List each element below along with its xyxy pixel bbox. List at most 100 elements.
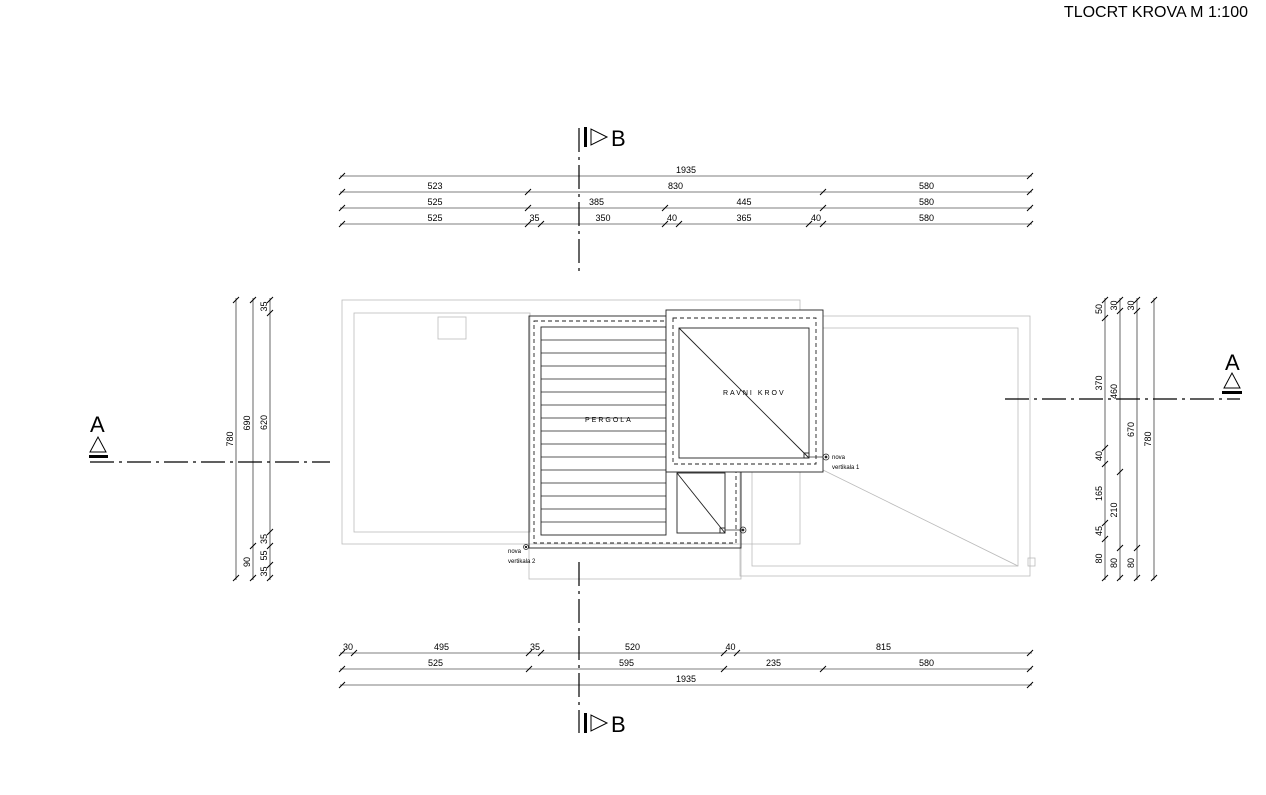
dim-top-row3-tick-1 [524, 220, 532, 228]
dim-top-row3-tick-2 [537, 220, 545, 228]
dim-right-col1-tick-4 [1101, 519, 1109, 527]
dim-right-col2-value-3: 80 [1109, 558, 1119, 568]
section-b-triangle-top [590, 128, 609, 146]
dim-bottom-row2-tick-2 [720, 665, 728, 673]
vertical-3-symbol [739, 526, 747, 534]
dim-top-overall-tick-1 [1026, 172, 1034, 180]
dim-top-row1-value-2: 580 [919, 181, 934, 191]
dim-top-row1-value-1: 830 [668, 181, 683, 191]
dim-bottom-row2-value-1: 595 [619, 658, 634, 668]
dim-left-col3-tick-5 [266, 574, 274, 582]
section-b-letter-top: B [611, 126, 626, 151]
dim-top-row3-value-1: 35 [529, 213, 539, 223]
section-b-bar-bottom [584, 713, 587, 733]
dim-bottom-row2-value-0: 525 [428, 658, 443, 668]
flat-roof-outer [665, 309, 824, 473]
dim-bottom-overall-value-0: 1935 [676, 674, 696, 684]
dim-right-col2-tick-3 [1116, 544, 1124, 552]
dim-bottom-row1-tick-2 [525, 649, 533, 657]
dim-left-col2-tick-2 [249, 574, 257, 582]
flat-roof-diagonal [678, 327, 810, 459]
dim-left-col3-value-1: 620 [259, 415, 269, 430]
section-b-bar-top [584, 127, 587, 147]
dim-right-col2-tick-1 [1116, 307, 1124, 315]
dim-top-row2-tick-4 [1026, 204, 1034, 212]
dim-right-col3-tick-3 [1133, 574, 1141, 582]
vertical-1-dot [824, 455, 828, 459]
section-b-triangle-bottom [590, 714, 609, 732]
section-a-bar-left [89, 455, 108, 458]
dim-right-col3-tick-2 [1133, 544, 1141, 552]
dim-left-overall-tick-1 [232, 574, 240, 582]
dim-top-row2-tick-1 [524, 204, 532, 212]
corner-detail [1027, 557, 1036, 567]
dim-right-col1-value-4: 45 [1094, 526, 1104, 536]
dim-left-col3-tick-2 [266, 528, 274, 536]
dim-left-col3-value-3: 55 [259, 550, 269, 560]
pergola-slats [541, 339, 666, 523]
dim-top-row3-tick-3 [661, 220, 669, 228]
dim-top-row3-value-5: 40 [811, 213, 821, 223]
dim-right-overall-tick-0 [1150, 296, 1158, 304]
drain-box-2 [719, 527, 726, 534]
dim-top-row3-tick-5 [805, 220, 813, 228]
dim-top-row3-value-0: 525 [427, 213, 442, 223]
dim-bottom-row1-value-4: 40 [725, 642, 735, 652]
section-a-triangle-left [89, 435, 107, 453]
section-a-letter-right: A [1225, 350, 1240, 375]
section-a-triangle-right [1223, 371, 1241, 389]
dim-right-col2-tick-0 [1116, 296, 1124, 304]
dim-left-col3-tick-3 [266, 542, 274, 550]
dim-bottom-row1-tick-6 [1026, 649, 1034, 657]
vertical-2-note-2: vertikala 2 [508, 559, 536, 565]
lower-outline [528, 547, 742, 580]
dim-top-row2-tick-3 [819, 204, 827, 212]
dim-left-col3-tick-1 [266, 309, 274, 317]
dim-right-col2-value-2: 210 [1109, 502, 1119, 517]
dim-right-col3-tick-1 [1133, 307, 1141, 315]
section-b-marker-top: B [584, 126, 626, 151]
dim-bottom-row2-tick-3 [819, 665, 827, 673]
flat-roof [665, 309, 824, 534]
dim-top-row2-value-1: 385 [589, 197, 604, 207]
dim-top-row2-tick-2 [661, 204, 669, 212]
dim-bottom-row1-value-5: 815 [876, 642, 891, 652]
dim-left-overall-value-0: 780 [225, 431, 235, 446]
dim-top-row3-value-3: 40 [667, 213, 677, 223]
lower-frame [676, 472, 726, 534]
dim-left-col3-value-2: 35 [259, 534, 269, 544]
dim-bottom-row1-tick-0 [338, 649, 346, 657]
dim-right-col1-tick-6 [1101, 574, 1109, 582]
dim-left-col2-tick-0 [249, 296, 257, 304]
dim-right-overall-value-0: 780 [1143, 431, 1153, 446]
dim-right-col3-value-0: 30 [1126, 300, 1136, 310]
dim-top-overall-tick-0 [338, 172, 346, 180]
dim-top-row2-value-3: 580 [919, 197, 934, 207]
dim-bottom-row1-tick-5 [733, 649, 741, 657]
dim-right-col1-tick-2 [1101, 444, 1109, 452]
dim-top-overall-value-0: 1935 [676, 165, 696, 175]
dim-top-row3-tick-4 [675, 220, 683, 228]
dim-right-col2-tick-4 [1116, 574, 1124, 582]
vertical-1-note-2: vertikala 1 [832, 465, 860, 471]
dim-bottom-row2-tick-1 [525, 665, 533, 673]
flat-roof-dashed [672, 317, 817, 465]
downspouts [523, 453, 830, 550]
dim-right-col1-value-0: 50 [1094, 304, 1104, 314]
roof-slope-line [822, 469, 1019, 567]
skylight [437, 316, 467, 340]
dim-right-col3-value-1: 670 [1126, 422, 1136, 437]
dim-bottom-row2-value-3: 580 [919, 658, 934, 668]
dim-right-col1-value-3: 165 [1094, 486, 1104, 501]
dim-bottom-row1-tick-1 [350, 649, 358, 657]
dim-right-col1-value-1: 370 [1094, 375, 1104, 390]
dim-left-col3-tick-0 [266, 296, 274, 304]
dim-top-row1-tick-2 [819, 188, 827, 196]
vertical-1-note-1: nova [832, 455, 846, 461]
section-b-marker-bottom: B [584, 712, 626, 737]
sheet-title: TLOCRT KROVA M 1:100 [1063, 4, 1248, 21]
flat-roof-label: RAVNI KROV [723, 390, 786, 397]
dim-top-row1-tick-1 [524, 188, 532, 196]
dim-top-row3-tick-7 [1026, 220, 1034, 228]
